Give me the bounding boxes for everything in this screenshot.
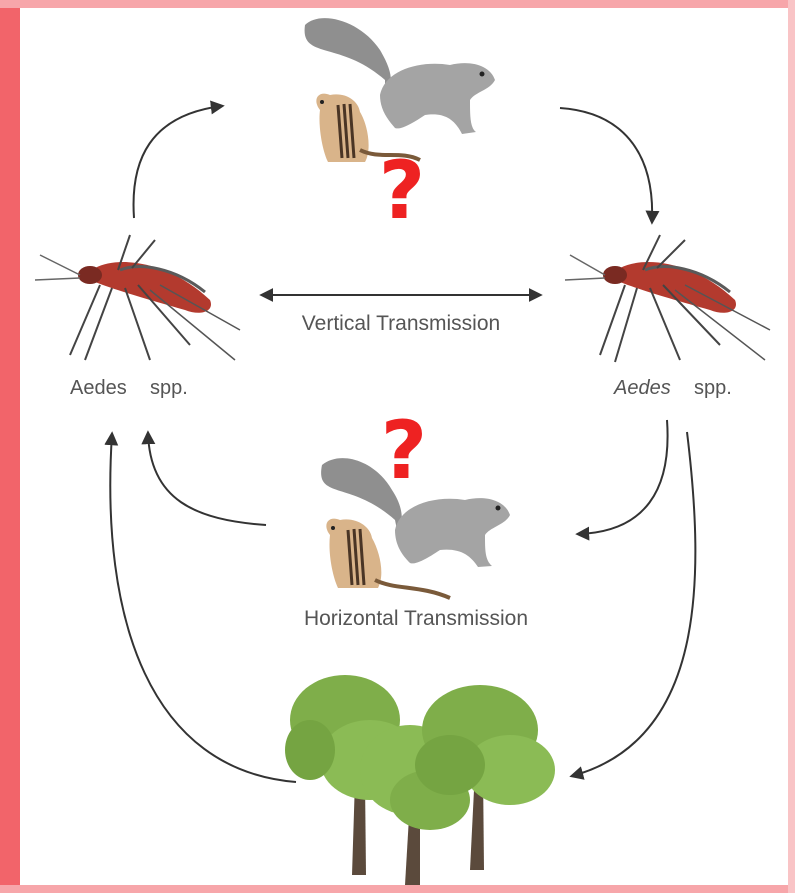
- arrow-right-mosquito-to-middle-hosts: [578, 420, 668, 534]
- arrow-trees-to-left-mosquito: [110, 434, 296, 782]
- left-mosquito: [35, 235, 240, 360]
- arrow-middle-hosts-to-left-mosquito: [148, 433, 266, 525]
- question-mark-middle: ?: [381, 404, 427, 497]
- vertical-transmission-label: Vertical Transmission: [302, 312, 500, 335]
- arrow-right-mosquito-to-trees: [572, 432, 695, 776]
- top-squirrel-group: [305, 18, 495, 162]
- arrow-top-hosts-to-right-mosquito: [560, 108, 652, 222]
- left-mosquito-suffix: spp.: [150, 377, 188, 399]
- mosquito-icon: [35, 235, 240, 360]
- mosquito-icon: [565, 235, 770, 362]
- right-mosquito: [565, 235, 770, 362]
- right-mosquito-suffix: spp.: [694, 377, 732, 399]
- right-mosquito-genus: Aedes: [613, 377, 671, 399]
- trees-group: [285, 675, 555, 885]
- tree-icon: [415, 685, 555, 870]
- horizontal-transmission-label: Horizontal Transmission: [304, 607, 528, 630]
- left-mosquito-genus: Aedes: [70, 377, 127, 399]
- question-mark-top: ?: [379, 144, 425, 237]
- arrow-left-mosquito-to-top-hosts: [134, 106, 222, 218]
